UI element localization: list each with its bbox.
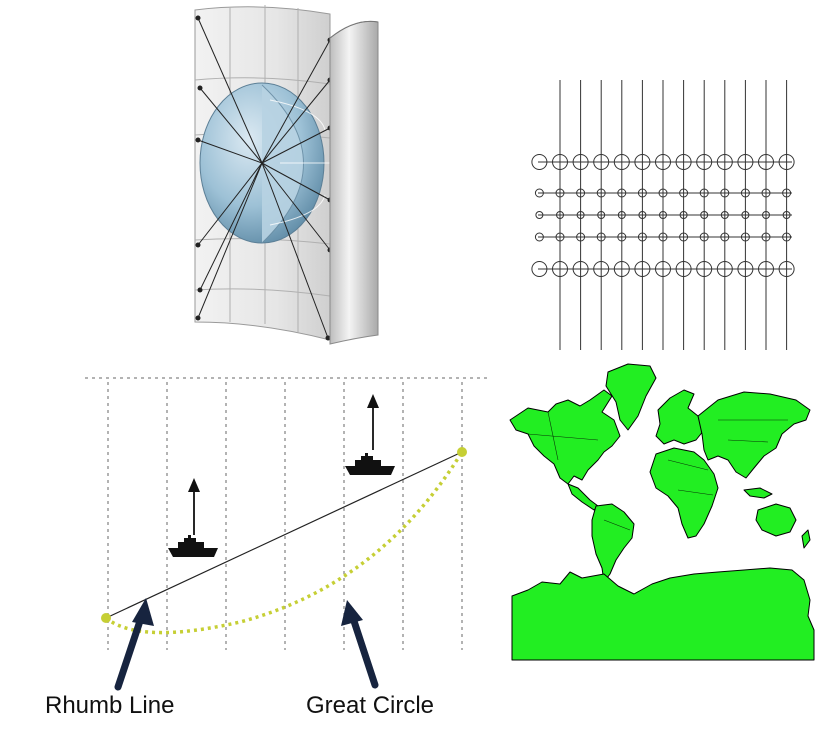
- tissot-ellipse: [576, 188, 586, 198]
- great-circle-path: [104, 451, 464, 635]
- tissot-ellipse: [679, 232, 689, 242]
- south-america: [591, 503, 635, 583]
- africa: [649, 447, 719, 539]
- north-arrow-icon: [188, 478, 200, 535]
- tissot-ellipse: [778, 154, 795, 170]
- tissot-ellipse: [720, 211, 729, 219]
- meridian-grid: [85, 377, 490, 650]
- tissot-ellipse: [637, 188, 647, 198]
- tissot-ellipse: [593, 261, 610, 277]
- tissot-ellipse: [552, 154, 568, 170]
- tissot-ellipse: [555, 232, 565, 242]
- tissot-ellipse: [737, 261, 754, 277]
- new-zealand: [801, 529, 811, 549]
- tissot-ellipse: [699, 232, 709, 242]
- mercator-world-map: [509, 363, 815, 661]
- tissot-ellipse: [658, 188, 668, 198]
- tissot-ellipse: [716, 261, 733, 277]
- tissot-ellipse: [658, 232, 668, 242]
- tissot-ellipse: [655, 154, 671, 170]
- tissot-ellipse: [552, 261, 568, 277]
- tissot-ellipse: [740, 188, 750, 198]
- antarctica: [511, 567, 815, 661]
- great-circle-label: Great Circle: [306, 692, 435, 719]
- tissot-ellipse: [778, 261, 795, 277]
- tissot-ellipse: [531, 154, 548, 170]
- tissot-ellipse: [762, 211, 770, 219]
- tissot-ellipse: [741, 211, 750, 219]
- tissot-ellipse: [617, 232, 627, 242]
- tissot-ellipse: [737, 154, 754, 170]
- cylinder-flap: [329, 20, 379, 345]
- tissot-ellipse: [638, 211, 647, 219]
- cylindrical-projection-diagram: [194, 5, 379, 345]
- tissot-ellipse: [716, 154, 733, 170]
- tissot-ellipse: [596, 188, 606, 198]
- tissot-ellipse: [655, 261, 671, 277]
- tissot-ellipse: [675, 154, 692, 170]
- tissot-ellipse: [556, 211, 564, 219]
- tissot-ellipse: [555, 188, 565, 198]
- tissot-ellipse: [534, 232, 544, 242]
- tissot-ellipse: [675, 261, 692, 277]
- tissot-ellipse: [535, 211, 544, 219]
- asia: [697, 391, 811, 479]
- tissot-ellipse: [576, 211, 585, 219]
- tissot-ellipse: [637, 232, 647, 242]
- australia: [755, 503, 797, 537]
- tissot-ellipse: [782, 211, 791, 219]
- ship-icon: [168, 535, 218, 557]
- indonesia: [743, 487, 773, 499]
- tissot-ellipse: [613, 261, 630, 277]
- tissot-ellipse: [634, 261, 651, 277]
- tissot-ellipse: [782, 232, 792, 242]
- projection-rays: [197, 17, 331, 339]
- tissot-ellipse: [596, 232, 606, 242]
- tissot-ellipse: [740, 232, 750, 242]
- tissot-ellipse: [720, 232, 730, 242]
- tissot-ellipse: [761, 232, 771, 242]
- tissot-ellipse: [679, 211, 688, 219]
- rhumb-line-label: Rhumb Line: [45, 692, 175, 719]
- tissot-ellipse: [617, 188, 627, 198]
- tissot-ellipse: [699, 188, 709, 198]
- tissot-indicatrix-grid: [531, 80, 795, 350]
- tissot-ellipse: [720, 188, 730, 198]
- tissot-ellipse: [593, 154, 610, 170]
- tissot-ellipse: [758, 261, 774, 277]
- greenland: [605, 363, 657, 431]
- central-america: [567, 483, 599, 511]
- tissot-ellipse: [572, 154, 589, 170]
- tissot-ellipse: [761, 188, 771, 198]
- tissot-ellipse: [696, 154, 713, 170]
- tissot-ellipse: [700, 211, 709, 219]
- tissot-ellipse: [576, 232, 586, 242]
- rhumb-line-path: [105, 451, 463, 619]
- tissot-ellipse: [531, 261, 548, 277]
- tissot-ellipse: [659, 211, 667, 219]
- europe: [655, 389, 705, 445]
- north-arrow-icon: [367, 394, 379, 450]
- tissot-ellipse: [617, 211, 626, 219]
- tissot-ellipse: [782, 188, 792, 198]
- tissot-ellipse: [696, 261, 713, 277]
- tissot-ellipse: [634, 154, 651, 170]
- rhumb-vs-great-circle-diagram: [85, 377, 490, 650]
- tissot-ellipse: [679, 188, 689, 198]
- country-borders: [527, 411, 788, 531]
- ship-icon: [345, 453, 395, 475]
- tissot-ellipse: [597, 211, 606, 219]
- tissot-ellipse: [534, 188, 544, 198]
- tissot-ellipse: [758, 154, 774, 170]
- tissot-ellipse: [572, 261, 589, 277]
- tissot-ellipse: [613, 154, 630, 170]
